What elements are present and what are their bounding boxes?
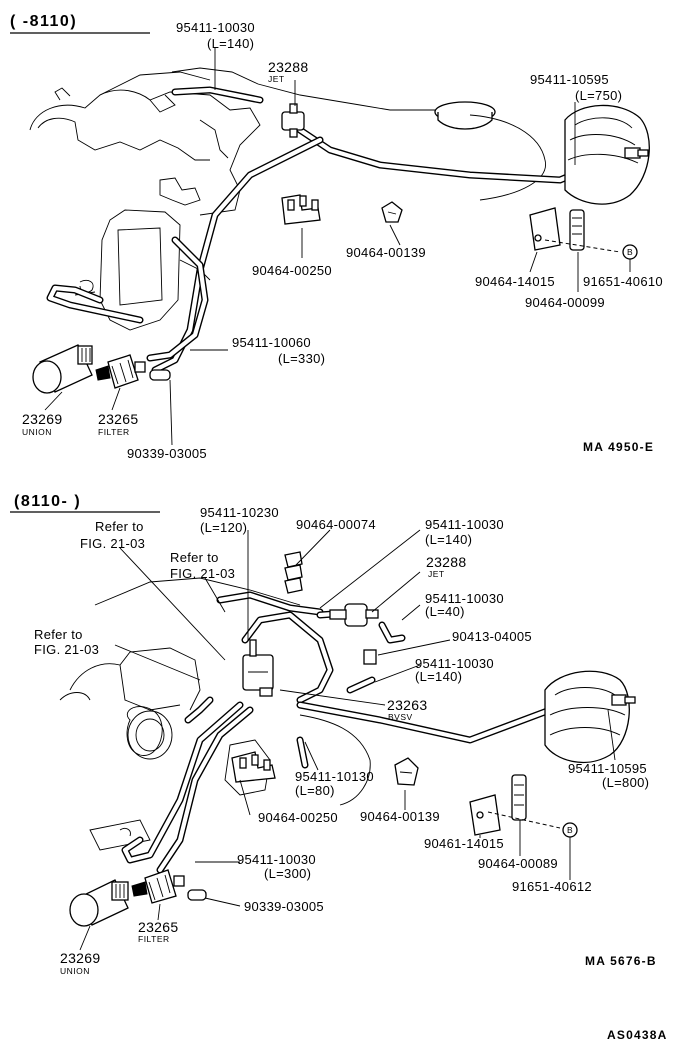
bottom-filter-part: [131, 869, 185, 904]
label-90339-03005: 90339-03005: [127, 446, 207, 461]
label-95411-10130: 95411-10130: [295, 769, 374, 784]
label-90464-00089: 90464-00089: [478, 856, 558, 871]
label-90461-14015: 90461-14015: [424, 836, 504, 851]
caption-filter-bottom: FILTER: [138, 934, 170, 944]
caption-filter: FILTER: [98, 427, 130, 437]
bottom-jet-part: [329, 603, 379, 627]
top-union-part: [32, 344, 93, 394]
refer-note-1-line-1: Refer to: [95, 519, 144, 534]
callout-b-bottom: B: [567, 825, 574, 835]
refer-note-2-line-2: FIG. 21-03: [170, 566, 236, 581]
caption-jet-bottom: JET: [428, 569, 445, 579]
label-95411-10030-length: (L=140): [207, 36, 255, 51]
label-90464-00250-bottom: 90464-00250: [258, 810, 338, 825]
label-95411-10030-c: 95411-10030: [415, 656, 494, 671]
label-95411-10030-d: 95411-10030: [237, 852, 316, 867]
top-jet-part: [281, 103, 305, 138]
bottom-bracket: [469, 774, 578, 838]
label-90464-00250: 90464-00250: [252, 263, 332, 278]
bottom-hose-plug: [187, 889, 207, 901]
caption-union-bottom: UNION: [60, 966, 90, 976]
top-clip-00139: [381, 201, 403, 223]
bottom-clamp-00250: [231, 751, 276, 783]
caption-union: UNION: [22, 427, 52, 437]
top-filter-part: [95, 354, 146, 389]
label-23288: 23288: [268, 59, 309, 75]
label-95411-10030-a: 95411-10030: [425, 517, 504, 532]
label-95411-10030-a-length: (L=140): [425, 532, 473, 547]
top-diagram: [10, 32, 650, 446]
top-leader-lines: [44, 48, 631, 446]
label-95411-10230-length: (L=120): [200, 520, 248, 535]
top-canister: [564, 104, 650, 205]
top-reservoir-tank: [434, 101, 546, 201]
refer-note-1-line-2: FIG. 21-03: [80, 536, 146, 551]
label-23288-bottom: 23288: [426, 554, 467, 570]
label-95411-10030-c-length: (L=140): [415, 669, 463, 684]
label-91651-40610: 91651-40610: [583, 274, 663, 289]
bottom-clip-00139: [394, 757, 419, 786]
caption-bvsv: BVSV: [388, 712, 413, 722]
bottom-clip-stack: [284, 551, 303, 594]
bottom-union-part: [69, 879, 129, 927]
top-engine-outline: [29, 67, 440, 331]
bottom-engine-outline: [59, 577, 371, 851]
label-91651-40612: 91651-40612: [512, 879, 592, 894]
label-95411-10595-length: (L=750): [575, 88, 623, 103]
callout-b-top: B: [627, 247, 634, 257]
top-hose-plug: [149, 369, 171, 381]
bottom-leader-lines: [79, 529, 616, 951]
label-23265-bottom: 23265: [138, 919, 179, 935]
bottom-diagram: [10, 511, 636, 951]
label-95411-10030-b: 95411-10030: [425, 591, 504, 606]
label-90464-00139: 90464-00139: [346, 245, 426, 260]
label-23265: 23265: [98, 411, 139, 427]
caption-jet: JET: [268, 74, 285, 84]
bottom-figure-code: MA 5676-B: [585, 954, 657, 968]
label-90464-00139-bottom: 90464-00139: [360, 809, 440, 824]
page-code: AS0438A: [607, 1028, 668, 1042]
label-95411-10230: 95411-10230: [200, 505, 279, 520]
label-90464-14015: 90464-14015: [475, 274, 555, 289]
refer-note-2-line-1: Refer to: [170, 550, 219, 565]
label-95411-10030-b-length: (L=40): [425, 604, 465, 619]
refer-note-3-line-1: Refer to: [34, 627, 83, 642]
label-95411-10130-length: (L=80): [295, 783, 335, 798]
bottom-hose-run: [121, 591, 604, 874]
bottom-union-90413: [363, 649, 377, 665]
label-90339-03005-bottom: 90339-03005: [244, 899, 324, 914]
label-95411-10030-d-length: (L=300): [264, 866, 312, 881]
label-23263: 23263: [387, 697, 428, 713]
label-90464-00074: 90464-00074: [296, 517, 376, 532]
label-23269-bottom: 23269: [60, 950, 101, 966]
label-95411-10595-bottom-length: (L=800): [602, 775, 650, 790]
label-95411-10595: 95411-10595: [530, 72, 609, 87]
bottom-section-header: (8110- ): [14, 493, 82, 510]
label-95411-10595-bottom: 95411-10595: [568, 761, 647, 776]
top-section-header: ( -8110): [10, 13, 78, 30]
bottom-canister: [544, 670, 636, 764]
label-95411-10060: 95411-10060: [232, 335, 311, 350]
label-95411-10030: 95411-10030: [176, 20, 255, 35]
refer-note-3-line-2: FIG. 21-03: [34, 642, 100, 657]
top-figure-code: MA 4950-E: [583, 440, 655, 454]
label-90413-04005: 90413-04005: [452, 629, 532, 644]
label-90464-00099: 90464-00099: [525, 295, 605, 310]
label-23269: 23269: [22, 411, 63, 427]
bottom-bvsv-part: [242, 639, 274, 697]
label-95411-10060-length: (L=330): [278, 351, 326, 366]
top-bracket: [529, 207, 638, 260]
top-clamp-00250: [281, 194, 321, 225]
